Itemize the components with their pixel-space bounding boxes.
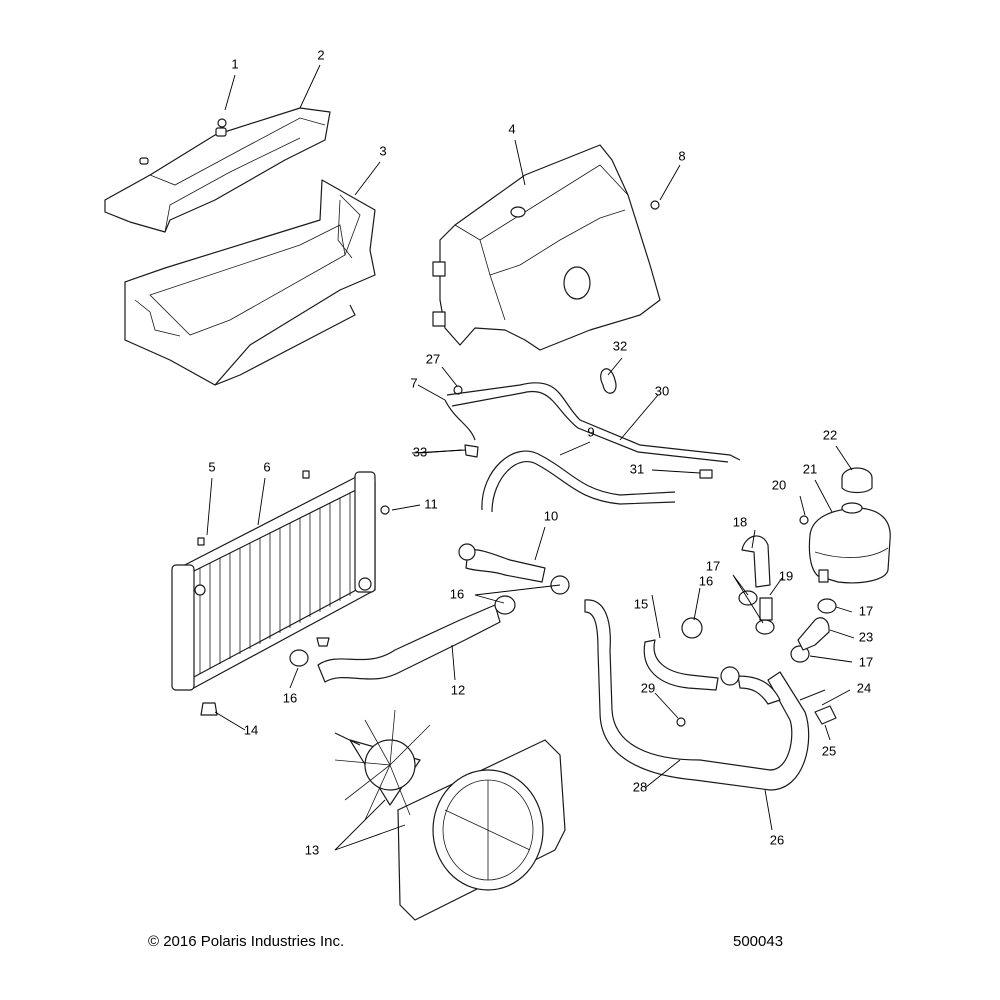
hose-9 [481, 450, 676, 511]
callout-30: 30 [655, 383, 669, 398]
callout-8: 8 [678, 148, 685, 163]
callout-22: 22 [823, 427, 837, 442]
overflow-hoses [444, 382, 741, 463]
upper-duct-cover [104, 107, 331, 233]
fan-assembly [334, 709, 566, 921]
callout-29: 29 [641, 680, 655, 695]
callout-20: 20 [772, 477, 786, 492]
diagram-number: 500043 [733, 933, 784, 950]
callouts: 1 2 3 4 5 6 7 8 9 10 11 12 13 14 15 16 1… [208, 47, 873, 857]
callout-17a: 17 [706, 558, 720, 573]
callout-19: 19 [779, 568, 793, 583]
callout-16b: 16 [283, 690, 297, 705]
callout-21: 21 [803, 461, 817, 476]
hardware [197, 118, 809, 727]
callout-15: 15 [634, 596, 648, 611]
callout-28: 28 [633, 779, 647, 794]
callout-18: 18 [733, 514, 747, 529]
callout-13: 13 [305, 842, 319, 857]
callout-33: 33 [413, 444, 427, 459]
callout-7: 7 [410, 375, 417, 390]
callout-16c: 16 [699, 573, 713, 588]
engine-shroud [432, 144, 661, 351]
callout-17c: 17 [859, 654, 873, 669]
radiator [171, 471, 376, 691]
copyright-text: © 2016 Polaris Industries Inc. [148, 933, 345, 950]
callout-11: 11 [424, 496, 438, 511]
callout-23: 23 [859, 629, 873, 644]
reservoir-hoses [741, 535, 830, 651]
callout-16a: 16 [450, 586, 464, 601]
callout-4: 4 [508, 121, 515, 136]
callout-9: 9 [587, 424, 594, 439]
callout-14: 14 [244, 722, 258, 737]
callout-12: 12 [451, 682, 465, 697]
callout-3: 3 [379, 143, 386, 158]
callout-17b: 17 [859, 603, 873, 618]
bracket [799, 689, 837, 725]
callout-32: 32 [613, 338, 627, 353]
callout-26: 26 [770, 832, 784, 847]
callout-31: 31 [630, 461, 644, 476]
lower-air-duct [124, 179, 376, 386]
radiator-hoses [317, 549, 810, 791]
callout-2: 2 [317, 47, 324, 62]
callout-6: 6 [263, 459, 270, 474]
callout-25: 25 [822, 743, 836, 758]
callout-24: 24 [857, 680, 871, 695]
callout-5: 5 [208, 459, 215, 474]
callout-10: 10 [544, 508, 558, 523]
leader-lines [206, 64, 855, 851]
callout-1: 1 [231, 56, 238, 71]
coolant-reservoir [808, 467, 891, 584]
callout-27: 27 [426, 351, 440, 366]
